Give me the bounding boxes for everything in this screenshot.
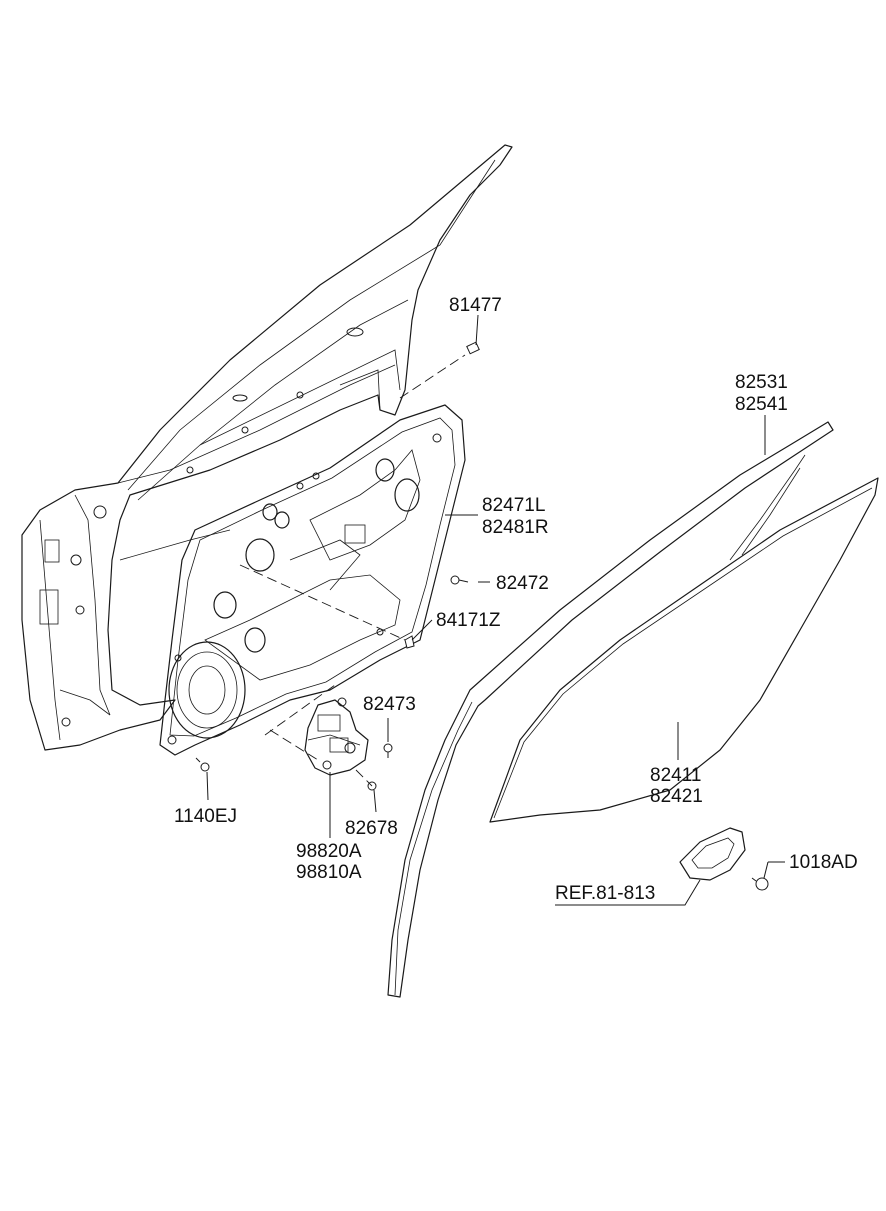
- door-module-panel: [159, 404, 466, 756]
- bolt-82472-icon: [450, 575, 460, 585]
- label-82473: 82473: [363, 694, 416, 715]
- label-ref-81-813: REF.81-813: [555, 883, 655, 904]
- label-98810A: 98810A: [296, 862, 362, 883]
- label-82411: 82411: [650, 765, 701, 786]
- label-1018AD: 1018AD: [789, 852, 858, 873]
- label-82421: 82421: [650, 786, 703, 807]
- label-82481R: 82481R: [482, 517, 549, 538]
- label-98820A: 98820A: [296, 841, 362, 862]
- clip-84171Z-icon: [404, 635, 415, 649]
- fasteners: [195, 341, 769, 891]
- bolt-1018AD-icon: [755, 877, 769, 891]
- label-82541: 82541: [735, 394, 788, 415]
- door-frame: [21, 144, 513, 751]
- assembly-lines: [239, 354, 466, 787]
- leader-lines: [206, 314, 785, 906]
- label-84171Z: 84171Z: [436, 610, 501, 631]
- door-glass: [489, 477, 879, 823]
- screw-81477-icon: [466, 341, 480, 355]
- label-1140EJ: 1140EJ: [174, 806, 237, 827]
- label-82471L: 82471L: [482, 495, 545, 516]
- glass-run-channel: [387, 421, 834, 998]
- inside-door-handle: [679, 827, 746, 881]
- label-82472: 82472: [496, 573, 549, 594]
- bolt-1140EJ-icon: [200, 762, 210, 772]
- window-regulator: [304, 697, 369, 776]
- part-labels: 81477 82531 82541 82471L 82481R 82472 84…: [174, 295, 858, 904]
- label-81477: 81477: [449, 295, 502, 316]
- label-82531: 82531: [735, 372, 788, 393]
- bolt-82473-icon: [383, 743, 393, 753]
- label-82678: 82678: [345, 818, 398, 839]
